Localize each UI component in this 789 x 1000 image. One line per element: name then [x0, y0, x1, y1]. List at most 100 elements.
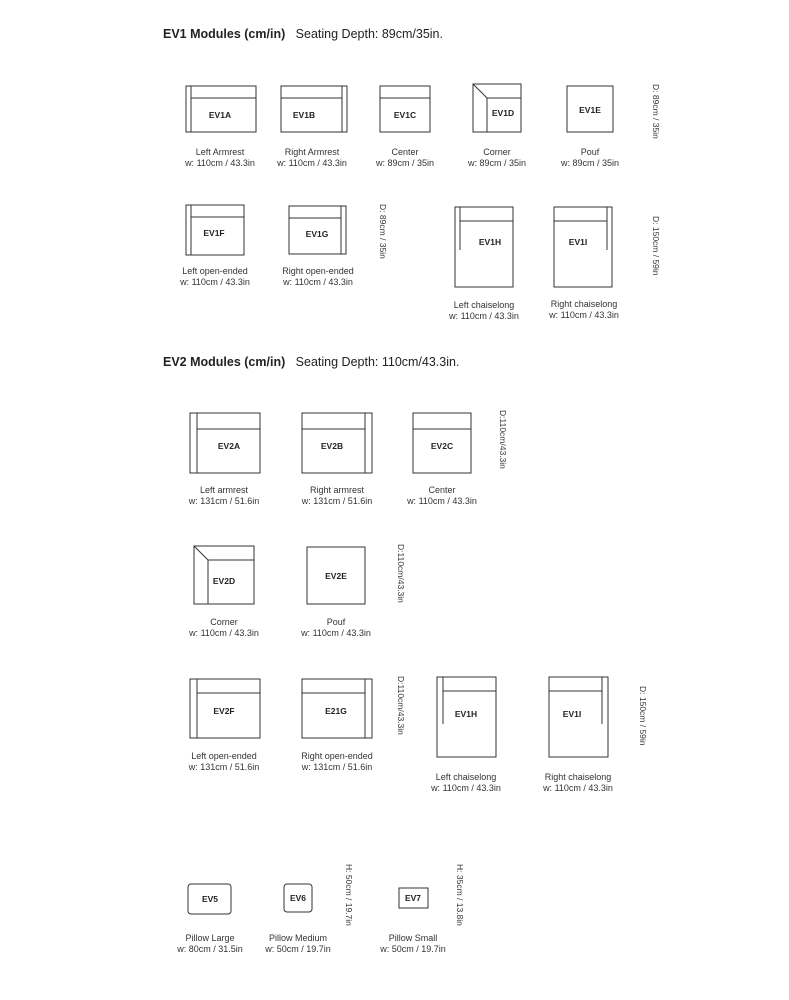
ev2-section-header: EV2 Modules (cm/in) Seating Depth: 110cm…: [163, 355, 459, 369]
ev1-section-title: EV1 Modules (cm/in): [163, 27, 286, 41]
module-code: EV1H: [478, 237, 502, 247]
module-width: w: 89cm / 35in: [560, 158, 620, 168]
module-drawing-ev7: [398, 887, 429, 909]
ev1-seating-depth: Seating Depth: 89cm/35in.: [295, 27, 443, 41]
module-drawing-ev1h: [454, 206, 514, 288]
module-drawing-ev1g: [288, 205, 347, 255]
module-code: EV5: [201, 894, 219, 904]
depth-dimension-label: D:110cm/43.3in: [396, 676, 406, 735]
module-code: EV2B: [320, 441, 344, 451]
ev2-seating-depth: Seating Depth: 110cm/43.3in.: [295, 355, 460, 369]
module-width: w: 110cm / 43.3in: [180, 277, 250, 287]
module-name: Right chaiselong: [544, 772, 612, 782]
module-name: Left chaiselong: [435, 772, 497, 782]
module-code: EV1C: [393, 110, 417, 120]
module-drawing-ev2b: [301, 412, 373, 474]
module-name: Left Armrest: [195, 147, 245, 157]
module-name: Corner: [210, 617, 238, 627]
ev2-section-title: EV2 Modules (cm/in): [163, 355, 286, 369]
depth-dimension-label: D: 150cm / 59in: [638, 686, 648, 746]
module-drawing-ev2c: [412, 412, 472, 474]
module-width: w: 89cm / 35in: [467, 158, 527, 168]
module-code: EV2D: [212, 576, 236, 586]
module-code: EV1F: [203, 228, 225, 238]
module-name: Pillow Small: [388, 933, 438, 943]
module-name: Left chaiselong: [453, 300, 515, 310]
module-width: w: 131cm / 51.6in: [188, 762, 260, 772]
module-drawing-ev6: [283, 883, 313, 913]
module-code: EV1A: [208, 110, 232, 120]
module-name: Center: [428, 485, 456, 495]
module-code: E21G: [325, 706, 347, 716]
module-code: EV6: [289, 893, 307, 903]
module-name: Pillow Medium: [268, 933, 328, 943]
module-code: EV1I: [568, 237, 588, 247]
module-name: Pouf: [580, 147, 600, 157]
module-name: Corner: [483, 147, 511, 157]
module-code: EV7: [404, 893, 422, 903]
module-code: EV1E: [579, 105, 601, 115]
module-width: w: 110cm / 43.3in: [277, 158, 347, 168]
module-code: EV2F: [213, 706, 235, 716]
module-width: w: 131cm / 51.6in: [188, 496, 260, 506]
module-drawing-ev2-left-chaiselong: [436, 676, 497, 758]
module-code: EV2C: [430, 441, 454, 451]
module-width: w: 50cm / 19.7in: [380, 944, 446, 954]
module-code: EV1H: [454, 709, 478, 719]
height-dimension-label: H: 50cm / 19.7in: [344, 864, 354, 926]
module-width: w: 110cm / 43.3in: [549, 310, 619, 320]
module-code: EV1I: [562, 709, 582, 719]
module-name: Left open-ended: [191, 751, 257, 761]
module-name: Right open-ended: [282, 266, 354, 276]
depth-dimension-label: D: 89cm / 35in: [378, 204, 388, 259]
module-code: EV1G: [305, 229, 329, 239]
module-width: w: 50cm / 19.7in: [265, 944, 331, 954]
module-width: w: 110cm / 43.3in: [543, 783, 613, 793]
module-width: w: 80cm / 31.5in: [177, 944, 243, 954]
module-code: EV1B: [292, 110, 316, 120]
module-drawing-ev1f: [185, 204, 245, 256]
module-drawing-ev2-right-chaiselong: [548, 676, 609, 758]
module-width: w: 131cm / 51.6in: [301, 496, 373, 506]
module-name: Right armrest: [309, 485, 365, 495]
module-name: Center: [391, 147, 419, 157]
module-width: w: 110cm / 43.3in: [431, 783, 501, 793]
depth-dimension-label: D:110cm/43.3in: [396, 544, 406, 603]
depth-dimension-label: D: 89cm / 35in: [651, 84, 661, 139]
module-drawing-ev2f: [189, 678, 261, 739]
module-drawing-ev1b: [280, 85, 348, 133]
module-drawing-ev1d: [472, 83, 522, 133]
depth-dimension-label: D: 150cm / 59in: [651, 216, 661, 276]
module-name: Right Armrest: [284, 147, 340, 157]
module-drawing-ev1a: [185, 85, 257, 133]
module-name: Pillow Large: [185, 933, 235, 943]
module-name: Left armrest: [199, 485, 249, 495]
module-name: Right chaiselong: [550, 299, 618, 309]
module-width: w: 110cm / 43.3in: [189, 628, 259, 638]
module-width: w: 110cm / 43.3in: [449, 311, 519, 321]
module-width: w: 89cm / 35in: [375, 158, 435, 168]
module-drawing-ev1e: [566, 85, 614, 133]
